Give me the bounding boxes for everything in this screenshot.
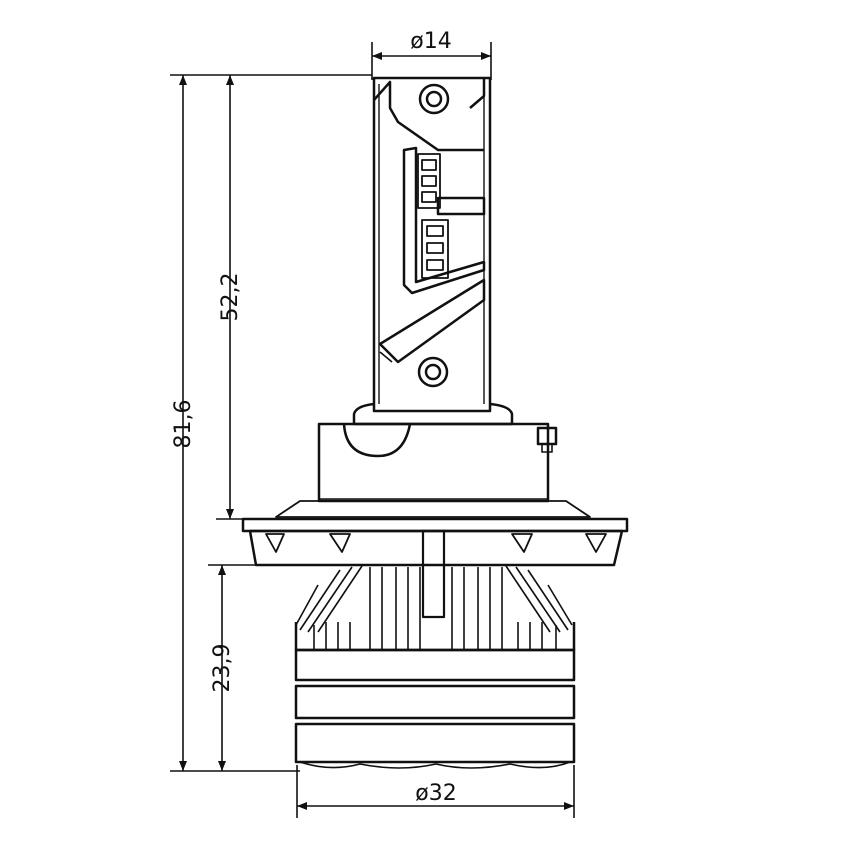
dimension-arrows xyxy=(179,52,574,810)
dim-upper-height: 52,2 xyxy=(218,273,243,322)
dimension-lines xyxy=(170,42,575,818)
dim-lower-height: 23,9 xyxy=(210,644,235,693)
dim-bottom-diameter: ø32 xyxy=(415,781,456,806)
dim-total-height: 81,6 xyxy=(171,400,196,449)
flange-ring xyxy=(241,517,629,567)
led-chip-upper xyxy=(417,153,441,209)
screw-icon-top xyxy=(418,83,450,115)
led-chip-lower xyxy=(421,219,449,279)
led-column xyxy=(372,76,492,413)
heat-sink xyxy=(295,529,573,650)
dim-top-diameter: ø14 xyxy=(410,29,451,54)
screw-icon-bottom xyxy=(417,356,449,388)
led-chip-housing xyxy=(402,146,486,295)
base-collar xyxy=(275,402,591,518)
bottom-cylinder xyxy=(294,622,576,769)
